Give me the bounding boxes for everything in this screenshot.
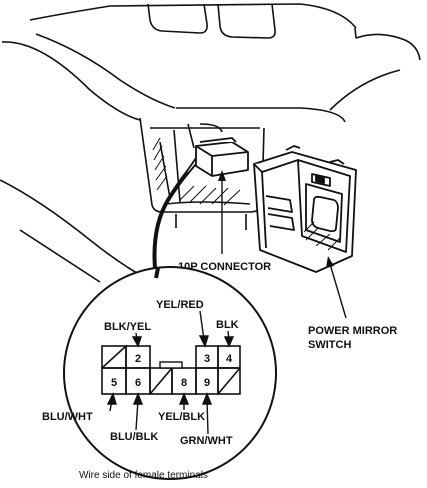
pin-4: 4 [226,353,233,365]
connector-leader-arrow [218,170,226,181]
switch-shading [303,221,341,251]
wire-label-yel-blk: YEL/BLK [158,411,205,423]
wire-label-blu-wht: BLU/WHT [42,411,93,423]
wire-label-blu-blk: BLU/BLK [110,431,158,443]
pin-5: 5 [111,377,117,389]
switch-label-line2: SWITCH [308,339,351,351]
connector-lock-tab [159,361,183,369]
pin-3: 3 [204,353,210,365]
switch-leader-arrow [326,256,334,268]
wire-label-blk: BLK [216,319,239,331]
connector-label: 10P CONNECTOR [178,261,271,273]
connector-plug [195,137,249,177]
wire-label-grn-wht: GRN/WHT [180,435,233,447]
wire-label-blk-yel: BLK/YEL [104,321,151,333]
cavity-shading [152,137,241,206]
wire-pointers [106,310,235,435]
detail-lead-line [152,170,190,279]
power-mirror-switch [253,145,357,273]
wire-label-yel-red: YEL/RED [156,299,204,311]
switch-leader [329,263,347,319]
switch-label-line1: POWER MIRROR [308,325,397,337]
pin-2: 2 [135,353,141,365]
detail-lead-join [154,267,160,279]
pin-9: 9 [204,377,210,389]
diagram-caption: Wire side of female terminals [79,470,208,481]
pin-6: 6 [135,377,141,389]
detail-circle [63,266,277,480]
pin-8: 8 [181,377,187,389]
